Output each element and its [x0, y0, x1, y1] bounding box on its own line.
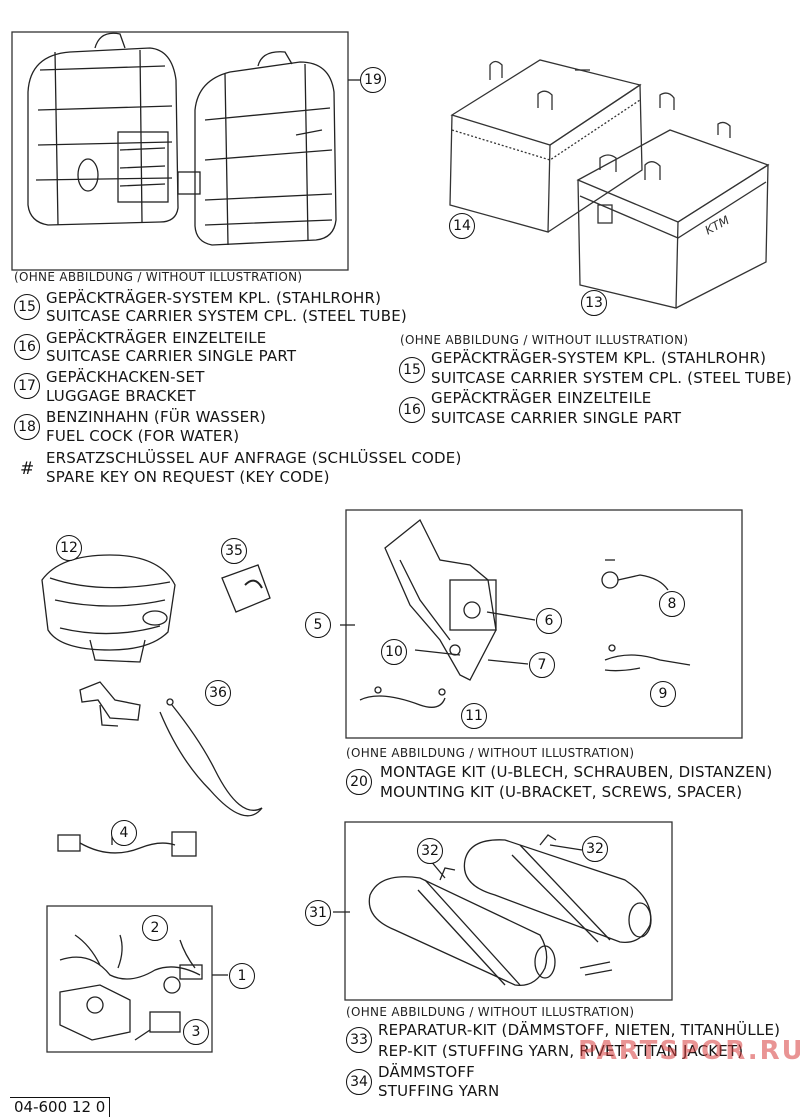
- muffler-rear: [463, 834, 652, 944]
- legend-de-key: ERSATZSCHLÜSSEL AUF ANFRAGE (SCHLÜSSEL C…: [46, 449, 462, 467]
- wiring-kit: [59, 934, 203, 1041]
- alucase-14: [449, 59, 643, 233]
- legend-num-16-left: 16: [14, 334, 40, 360]
- callout-32-right: 32: [582, 836, 608, 862]
- callout-11: 11: [461, 703, 487, 729]
- mount-bracket: [340, 518, 536, 681]
- harness-4: [57, 830, 197, 857]
- softcase-left: [27, 32, 179, 226]
- callout-4: 4: [111, 820, 137, 846]
- legend-num-20: 20: [346, 769, 372, 795]
- note-without-illustration-mount: (OHNE ABBILDUNG / WITHOUT ILLUSTRATION): [346, 746, 635, 760]
- legend-de-18: BENZINHAHN (FÜR WASSER): [46, 408, 267, 426]
- legend-en-key: SPARE KEY ON REQUEST (KEY CODE): [46, 468, 330, 486]
- note-without-illustration-right: (OHNE ABBILDUNG / WITHOUT ILLUSTRATION): [400, 333, 689, 347]
- drawing-code: 04-600 12 0: [10, 1097, 111, 1117]
- legend-de-15-right: GEPÄCKTRÄGER-SYSTEM KPL. (STAHLROHR): [431, 349, 767, 367]
- muffler-front: [368, 867, 556, 987]
- legend-en-33: REP-KIT (STUFFING YARN, RIVET, TITAN JAC…: [378, 1042, 744, 1060]
- legend-en-15-right: SUITCASE CARRIER SYSTEM CPL. (STEEL TUBE…: [431, 369, 792, 387]
- legend-de-33: REPARATUR-KIT (DÄMMSTOFF, NIETEN, TITANH…: [378, 1021, 781, 1039]
- callout-9: 9: [650, 681, 676, 707]
- callout-1: 1: [229, 963, 255, 989]
- legend-de-17: GEPÄCKHACKEN-SET: [46, 368, 205, 386]
- tankbag-12: [41, 554, 176, 663]
- legend-num-15-right: 15: [399, 357, 425, 383]
- legend-en-20: MOUNTING KIT (U-BRACKET, SCREWS, SPACER): [380, 783, 743, 801]
- frame-softcases: [11, 31, 349, 271]
- legend-hash: #: [20, 459, 35, 479]
- brand-logo: KTM: [703, 213, 733, 238]
- callout-32-left: 32: [417, 838, 443, 864]
- callout-35: 35: [221, 538, 247, 564]
- callout-19: 19: [360, 67, 386, 93]
- legend-de-16-left: GEPÄCKTRÄGER EINZELTEILE: [46, 329, 267, 347]
- sticker-35: [221, 564, 271, 613]
- cable-11: [359, 686, 446, 708]
- legend-en-16-right: SUITCASE CARRIER SINGLE PART: [431, 409, 682, 427]
- callout-2: 2: [142, 915, 168, 941]
- legend-de-15-left: GEPÄCKTRÄGER-SYSTEM KPL. (STAHLROHR): [46, 289, 382, 307]
- bracket-cable-36: [79, 681, 263, 817]
- legend-en-17: LUGGAGE BRACKET: [46, 387, 196, 405]
- cable-9: [604, 644, 691, 672]
- legend-num-33: 33: [346, 1027, 372, 1053]
- frame-mount: [345, 509, 743, 739]
- callout-8: 8: [659, 591, 685, 617]
- frame-wiring: [46, 905, 213, 1053]
- softcase-right: [177, 51, 337, 246]
- legend-en-15-left: SUITCASE CARRIER SYSTEM CPL. (STEEL TUBE…: [46, 307, 407, 325]
- legend-en-34: STUFFING YARN: [378, 1082, 500, 1100]
- callout-7: 7: [529, 652, 555, 678]
- note-without-illustration-bottom: (OHNE ABBILDUNG / WITHOUT ILLUSTRATION): [346, 1005, 635, 1019]
- alucase-13: KTM: [576, 92, 770, 309]
- note-without-illustration-left: (OHNE ABBILDUNG / WITHOUT ILLUSTRATION): [14, 270, 303, 284]
- legend-num-17: 17: [14, 373, 40, 399]
- legend-num-15-left: 15: [14, 294, 40, 320]
- watermark: PARTSPOR.RU: [578, 1036, 800, 1066]
- callout-6: 6: [536, 608, 562, 634]
- callout-3: 3: [183, 1019, 209, 1045]
- callout-5: 5: [305, 612, 331, 638]
- legend-en-16-left: SUITCASE CARRIER SINGLE PART: [46, 347, 297, 365]
- legend-num-18: 18: [14, 414, 40, 440]
- callout-14: 14: [449, 213, 475, 239]
- callout-13: 13: [581, 290, 607, 316]
- legend-num-34: 34: [346, 1069, 372, 1095]
- callout-31: 31: [305, 900, 331, 926]
- legend-num-16-right: 16: [399, 397, 425, 423]
- screws-muffler: [579, 961, 613, 976]
- switch-8: [601, 559, 669, 591]
- legend-en-18: FUEL COCK (FOR WATER): [46, 427, 240, 445]
- legend-de-20: MONTAGE KIT (U-BLECH, SCHRAUBEN, DISTANZ…: [380, 763, 773, 781]
- callout-12: 12: [56, 535, 82, 561]
- callout-36: 36: [205, 680, 231, 706]
- frame-mufflers: [344, 821, 673, 1001]
- legend-de-34: DÄMMSTOFF: [378, 1063, 475, 1081]
- callout-10: 10: [381, 639, 407, 665]
- legend-de-16-right: GEPÄCKTRÄGER EINZELTEILE: [431, 389, 652, 407]
